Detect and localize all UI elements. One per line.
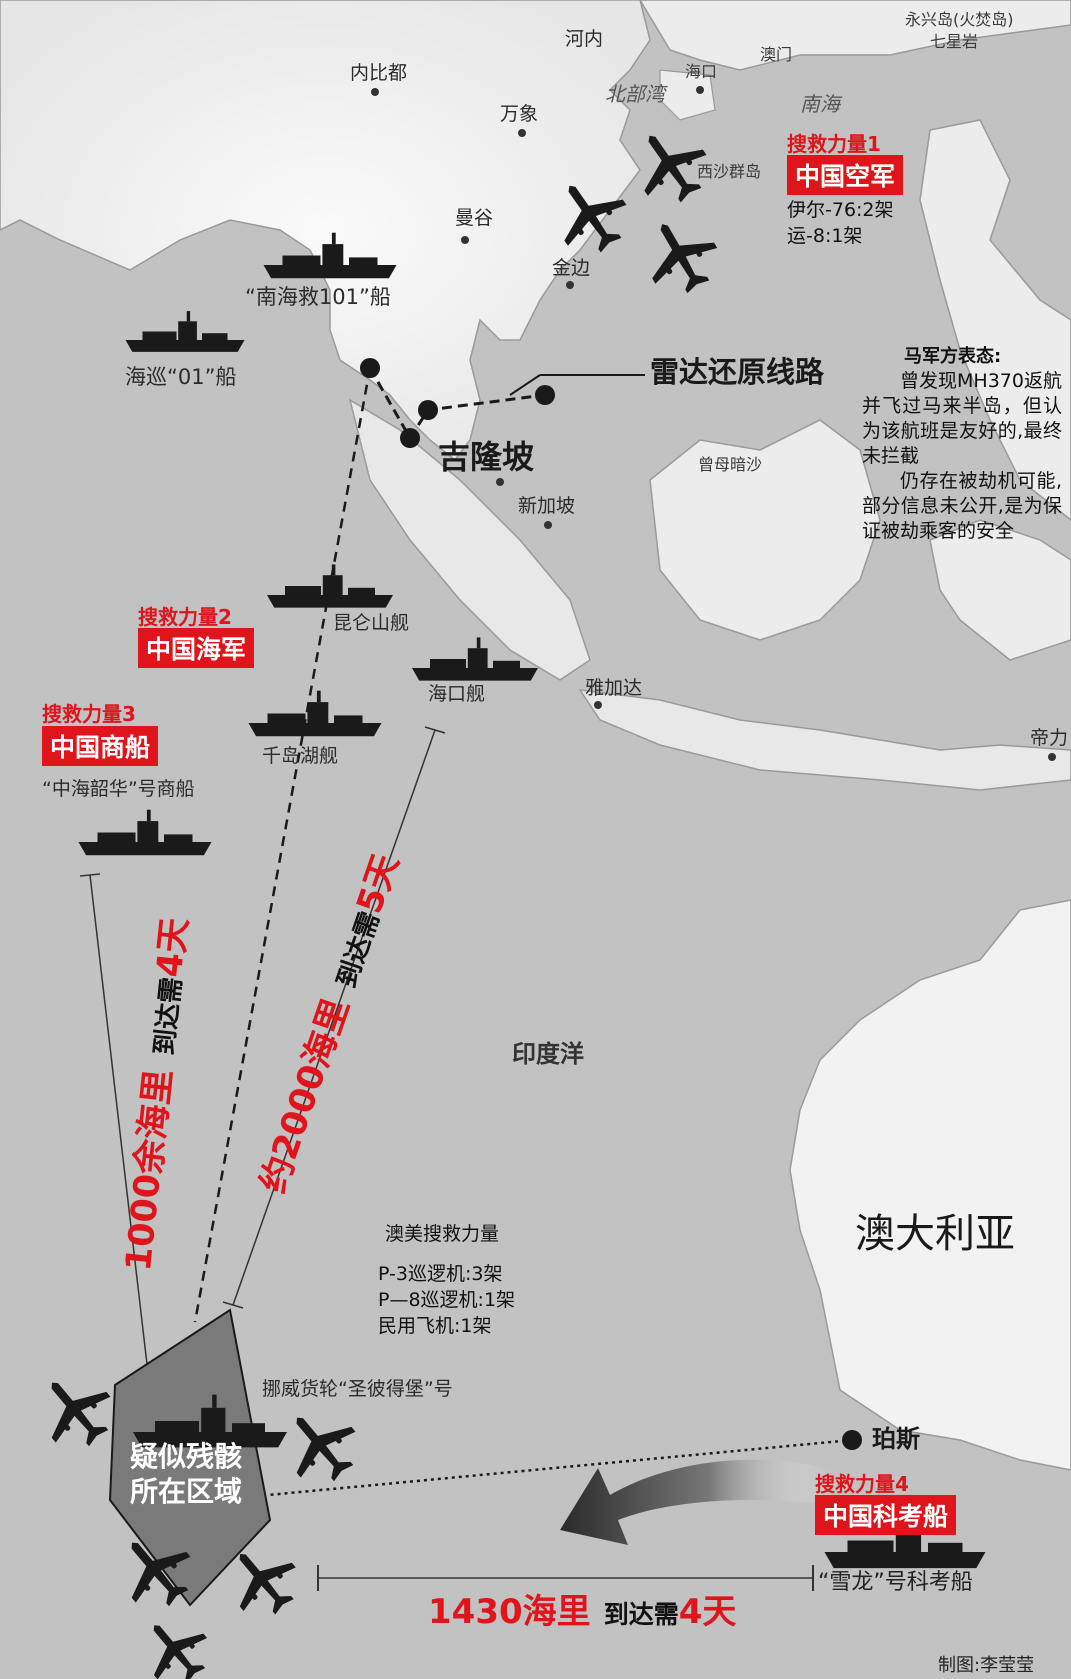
distance-line-2: [232, 729, 436, 1306]
label-ship-zhonghai: “中海韶华”号商船: [42, 778, 195, 800]
label-zengmu: 曾母暗沙: [698, 455, 763, 474]
label-radar-route: 雷达还原线路: [650, 355, 825, 389]
label-xisha: 西沙群岛: [697, 162, 762, 181]
label-qilianyu: 七星岩: [930, 32, 979, 51]
label-haikou: 海口: [685, 62, 718, 81]
land-sumatra: [348, 398, 591, 681]
malaysia-statement-p2: 仍存在被劫机可能,部分信息未公开,是为保证被劫乘客的安全: [862, 470, 1062, 543]
land-indochina: [0, 0, 651, 462]
city-dot-phnom-penh: [566, 281, 574, 289]
force-3-name: 中国商船: [42, 726, 159, 766]
label-ship-qiandaohu: 千岛湖舰: [262, 745, 339, 767]
label-phnom-penh: 金边: [552, 257, 591, 279]
city-dot-bangkok: [461, 236, 469, 244]
distance-3-black: 到达需: [603, 1600, 679, 1629]
label-beibu-gulf: 北部湾: [605, 82, 665, 106]
label-macau: 澳门: [760, 45, 793, 64]
aus-us-title: 澳美搜救力量: [385, 1223, 500, 1245]
distance-line-1-cap-a: [79, 873, 101, 877]
force-4-title: 搜救力量4: [815, 1472, 909, 1496]
label-woody-island: 永兴岛(火焚岛): [905, 10, 1014, 29]
distance-3-days: 4天: [678, 1592, 737, 1632]
label-ship-xuelong: “雪龙”号科考船: [818, 1570, 973, 1595]
city-dot-singapore: [544, 521, 552, 529]
distance-3-label: 1430海里 到达需4天: [428, 1592, 736, 1633]
city-dot-naypyidaw: [371, 88, 379, 96]
label-ship-haikou: 海口舰: [428, 683, 486, 705]
label-ship-kunlunshan: 昆仑山舰: [333, 612, 410, 634]
aus-us-line-3: 民用飞机:1架: [378, 1315, 492, 1337]
label-singapore: 新加坡: [518, 495, 576, 517]
force-1-line-2: 运-8:1架: [787, 225, 863, 247]
city-dot-kl: [496, 478, 504, 486]
label-ship-nanhaijiu: “南海救101”船: [245, 285, 391, 309]
label-suspected-area-2: 所在区域: [130, 1475, 243, 1508]
distance-line-2-cap-a: [424, 726, 446, 734]
distance-3-red: 1430海里: [428, 1592, 591, 1632]
label-perth: 珀斯: [872, 1425, 920, 1453]
land-sulawesi: [929, 519, 1071, 661]
radar-route-line: [368, 367, 546, 441]
land-south-china: [639, 0, 1071, 71]
force-2-title: 搜救力量2: [138, 605, 232, 629]
label-jakarta: 雅加达: [585, 677, 643, 699]
label-bangkok: 曼谷: [455, 207, 494, 229]
label-dili: 帝力: [1030, 727, 1069, 749]
label-suspected-area-1: 疑似残骸: [130, 1440, 243, 1473]
radar-point-2: [400, 428, 420, 448]
land-hainan: [659, 69, 716, 121]
land-java: [578, 689, 1071, 791]
force-1-title: 搜救力量1: [787, 132, 881, 156]
flight-dashed-line: [193, 367, 372, 1323]
label-south-china-sea: 南海: [800, 92, 840, 116]
aus-us-line-1: P-3巡逻机:3架: [378, 1263, 503, 1285]
perth-dot: [842, 1430, 862, 1450]
aus-us-line-2: P—8巡逻机:1架: [378, 1289, 516, 1311]
force-3-title: 搜救力量3: [42, 702, 136, 726]
radar-point-3: [418, 400, 438, 420]
distance-line-2-cap-b: [222, 1301, 244, 1309]
city-dot-dili: [1048, 753, 1056, 761]
distance-1-days: 4天: [149, 915, 196, 980]
force-1-line-1: 伊尔-76:2架: [787, 199, 894, 221]
distance-1-black: 到达需: [149, 975, 188, 1057]
label-hanoi: 河内: [565, 28, 604, 50]
city-dot-jakarta: [594, 701, 602, 709]
city-dot-haikou: [696, 86, 704, 94]
radar-label-leader: [509, 374, 541, 396]
city-dot-vientiane: [518, 129, 526, 137]
land-borneo: [649, 419, 881, 641]
land-australia: [789, 899, 1071, 1471]
label-naypyidaw: 内比都: [350, 62, 408, 84]
force-4-name: 中国科考船: [815, 1495, 957, 1535]
radar-point-4: [535, 385, 555, 405]
force-1-name: 中国空军: [787, 155, 904, 195]
label-ship-norway: 挪威货轮“圣彼得堡”号: [262, 1378, 453, 1400]
malaysia-statement-p1: 曾发现MH370返航并飞过马来半岛，但认为该航班是友好的,最终未拦截: [862, 369, 1062, 467]
malaysia-statement-title: 马军方表态:: [904, 346, 1002, 367]
label-australia: 澳大利亚: [855, 1211, 1015, 1257]
force-2-name: 中国海军: [138, 628, 255, 668]
label-kuala-lumpur: 吉隆坡: [438, 438, 535, 476]
malaysia-statement: 马军方表态: 曾发现MH370返航并飞过马来半岛，但认为该航班是友好的,最终未拦…: [862, 345, 1062, 544]
label-ship-haixun: 海巡“01”船: [125, 365, 237, 389]
label-vientiane: 万象: [500, 103, 539, 125]
land-philippines: [919, 119, 1071, 521]
label-indian-ocean: 印度洋: [512, 1040, 584, 1068]
suspected-debris-area: [108, 1308, 272, 1607]
credit: 制图:李莹莹: [938, 1655, 1035, 1676]
direction-arrow: [560, 1459, 830, 1545]
distance-line-1: [89, 874, 151, 1391]
